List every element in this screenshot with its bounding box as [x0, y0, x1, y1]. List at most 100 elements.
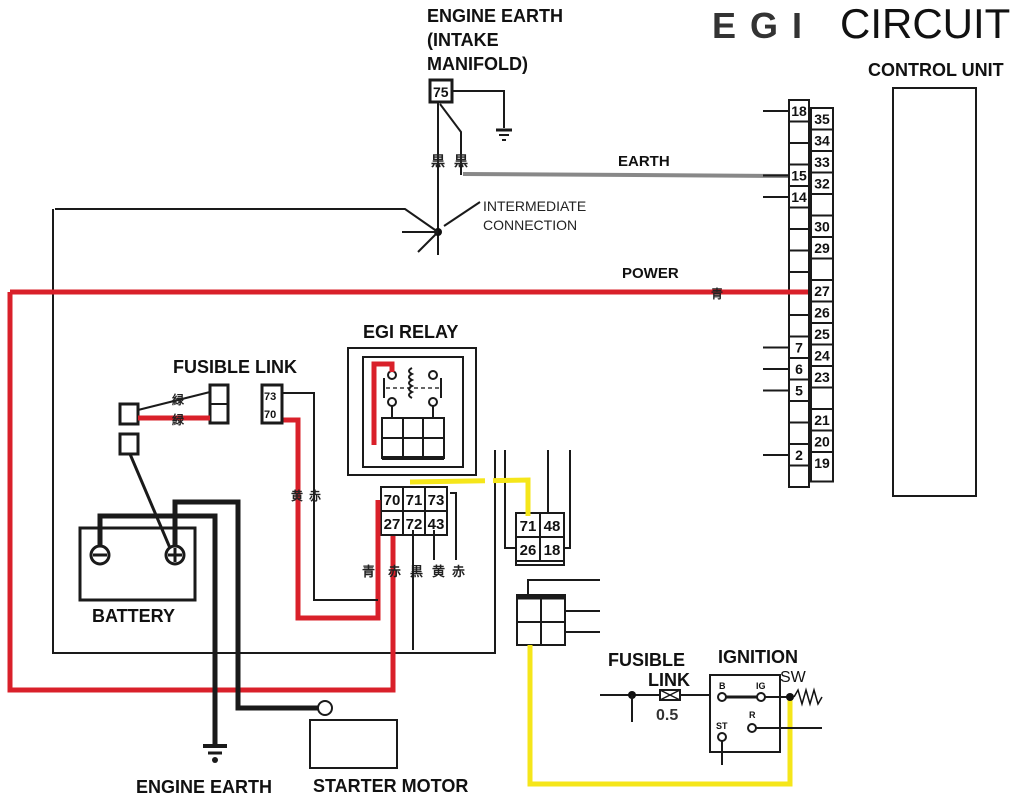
fusible-link: 73 70 [118, 383, 284, 456]
connector-b-pin: 21 [814, 412, 830, 428]
earth-loop-wire [52, 209, 496, 654]
relay-coil-icon [408, 367, 415, 399]
ignition-terminal-r: R [749, 710, 756, 720]
connector-b-pin: 30 [814, 219, 830, 235]
battery-label: BATTERY [92, 606, 175, 626]
title-circuit: CIRCUIT [840, 0, 1010, 47]
mid-connector-pin: 18 [544, 542, 561, 559]
relay-red-wire [371, 361, 395, 445]
relay-to-fusible-red-wire [278, 417, 381, 621]
relay-connector-pin: 27 [384, 516, 401, 533]
starter-motor [309, 719, 398, 769]
wire-color-mark: 赤 [388, 564, 401, 580]
intermediate-label-1: INTERMEDIATE [483, 198, 586, 214]
fuse-rating: 0.5 [656, 707, 678, 724]
engine-ground-icon [203, 744, 227, 763]
title-egi: E G I [712, 5, 802, 46]
fusible-wire [137, 391, 211, 411]
splice-wire [417, 231, 439, 253]
yellow-wire-top [409, 477, 531, 516]
yellow-wire-ignition [527, 645, 793, 787]
connector-a-pin: 5 [795, 383, 803, 399]
connector-a-pin: 2 [795, 447, 803, 463]
earth-loop-wire [55, 208, 439, 233]
engine-earth-intake-label-3: MANIFOLD) [427, 54, 528, 74]
connector-b-pin: 26 [814, 305, 830, 321]
connector-b-pin: 19 [814, 455, 830, 471]
intermediate-pointer [443, 201, 481, 227]
engine-earth-intake-label-1: ENGINE EARTH [427, 6, 563, 26]
mid-connector-pin: 48 [544, 518, 561, 535]
connector-a-pin: 7 [795, 340, 803, 356]
fusible-link-2-label-b: LINK [648, 670, 690, 690]
connector-b-pin: 34 [814, 133, 830, 149]
wire-color-mark: 青 [362, 564, 375, 580]
battery-positive-cable [172, 499, 318, 711]
resistor-icon [793, 687, 823, 707]
relay-connector-pin: 73 [428, 492, 445, 509]
control-unit-label: CONTROL UNIT [868, 60, 1004, 80]
relay-connector-pin: 43 [428, 516, 445, 533]
control-unit-box [892, 87, 977, 497]
battery [78, 526, 197, 602]
ignition-switch: B IG ST R [709, 674, 781, 753]
power-wire-red-loop [7, 292, 396, 693]
connector-b-pin: 33 [814, 154, 830, 170]
wire-color-mark: 赤 [309, 488, 321, 503]
connector-b-pin: 29 [814, 240, 830, 256]
fusible-link-label: FUSIBLE LINK [173, 357, 297, 377]
ignition-terminal-ig: IG [756, 681, 766, 691]
mid-connector-pin: 26 [520, 542, 537, 559]
earth-terminal-75: 75 [428, 78, 454, 104]
mid-connector-lower [516, 594, 566, 646]
connector-a-pin: 15 [791, 168, 807, 184]
fusible-pin-70: 70 [264, 409, 276, 421]
sw-node [786, 693, 794, 701]
relay-connector: 70 71 73 27 72 43 [380, 486, 448, 536]
ground-icon [496, 128, 512, 141]
starter-terminal [317, 700, 333, 716]
wire-color-mark: 青 [711, 286, 723, 301]
ignition-terminal-st: ST [716, 721, 728, 731]
egi-relay-label: EGI RELAY [363, 322, 458, 342]
connector-b-pin: 27 [814, 283, 830, 299]
mid-connector: 71 48 26 18 [515, 512, 565, 566]
relay-connector-pin: 70 [384, 492, 401, 509]
earth-ground-wire [452, 90, 505, 128]
fusible-pin-73: 73 [264, 391, 276, 403]
wire-color-mark: 緑 [172, 392, 185, 407]
sw-label: SW [780, 669, 807, 686]
wire-color-mark: 赤 [452, 564, 465, 580]
power-label: POWER [622, 265, 679, 282]
connector-b-pin: 32 [814, 176, 830, 192]
fuse-icon [659, 689, 681, 701]
engine-earth-intake-label-2: (INTAKE [427, 30, 499, 50]
connector-a-pin: 14 [791, 189, 807, 205]
wire-color-mark: 黒 [431, 154, 445, 170]
wire-color-mark: 黒 [454, 154, 468, 170]
wire-color-mark: 黒 [410, 564, 423, 580]
battery-fusible-wire [128, 453, 172, 549]
mid-connector-pin: 71 [520, 518, 537, 535]
connector-b-pin: 23 [814, 369, 830, 385]
ignition-terminal-b: B [719, 681, 726, 691]
connector-a-pin: 6 [795, 361, 803, 377]
wire-color-mark: 黄 [432, 564, 445, 580]
ignition-label: IGNITION [718, 647, 798, 667]
earth-wire-grey [462, 172, 791, 178]
earth-wire-right [439, 103, 462, 175]
relay-connector-pin: 71 [406, 492, 423, 509]
relay-connector-pin: 72 [406, 516, 423, 533]
intermediate-label-2: CONNECTION [483, 217, 577, 233]
connector-b-pin: 20 [814, 434, 830, 450]
connector-a-pin: 18 [791, 103, 807, 119]
egi-relay [347, 347, 477, 476]
terminal-75-label: 75 [433, 84, 449, 100]
fusible-link-2-label-a: FUSIBLE [608, 650, 685, 670]
earth-label: EARTH [618, 153, 670, 170]
starter-motor-label: STARTER MOTOR [313, 776, 468, 796]
connector-b-pin: 25 [814, 326, 830, 342]
connector-b-pin: 24 [814, 348, 830, 364]
